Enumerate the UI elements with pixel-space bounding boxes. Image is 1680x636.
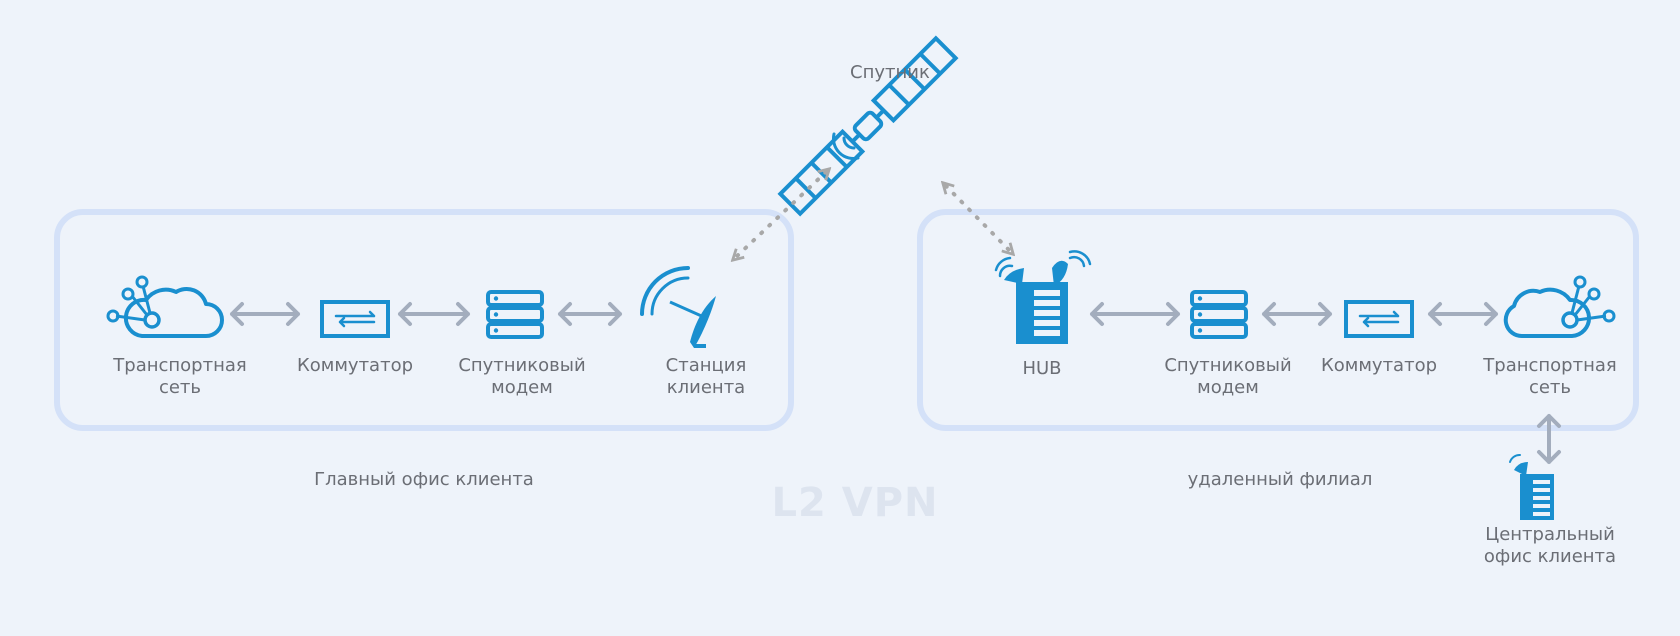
modem-icon: [486, 290, 544, 339]
arrow-switch-cloud: [1428, 302, 1498, 326]
switch-icon: [320, 300, 390, 338]
main-office-switch-label: Коммутатор: [296, 355, 414, 376]
main-office-arrows: [230, 302, 622, 326]
main-office-caption: Главный офис клиента: [314, 469, 534, 490]
arrow-hub-modem: [1090, 302, 1180, 326]
switch-icon: [1344, 300, 1414, 338]
remote-switch-label: Коммутатор: [1320, 355, 1438, 376]
arrow-modem-dish: [558, 302, 622, 326]
cloud-network-icon: [106, 275, 224, 338]
remote-branch-caption: удаленный филиал: [1187, 469, 1373, 490]
cloud-network-icon: [1503, 275, 1616, 339]
remote-branch-arrows: [1090, 302, 1561, 464]
modem-icon: [1190, 290, 1248, 339]
l2-vpn-watermark: L2 VPN: [771, 480, 939, 526]
arrow-modem-switch: [1262, 302, 1332, 326]
hub-building-icon: [994, 250, 1092, 344]
remote-hub-label: HUB: [1022, 358, 1062, 379]
main-office-group: [54, 209, 794, 431]
arrow-cloud-switch: [230, 302, 300, 326]
satellite-link-client-station: [736, 172, 826, 257]
satellite-signal-icon: [832, 132, 860, 160]
arrow-cloud-central-office: [1537, 414, 1561, 464]
arrow-switch-modem: [398, 302, 470, 326]
central-office-building-icon: [1509, 454, 1554, 520]
satellite-link-hub: [946, 186, 1010, 251]
satellite-dish-icon: [640, 266, 716, 348]
remote-branch-group: [917, 209, 1639, 431]
satellite-label: Спутник: [850, 62, 930, 83]
